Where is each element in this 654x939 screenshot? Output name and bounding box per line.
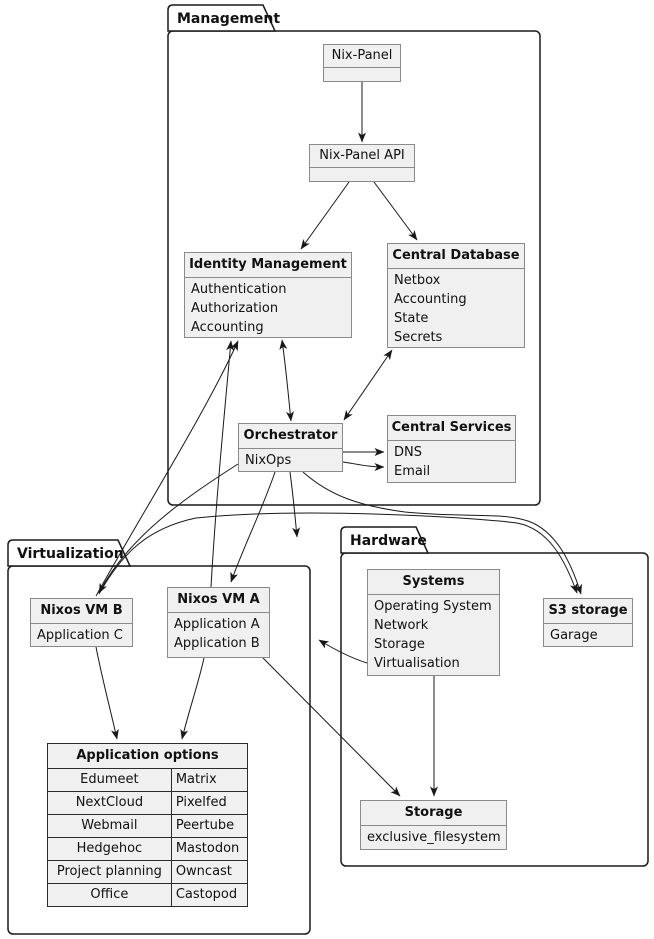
edge-orchestrator-to-email	[342, 461, 385, 471]
node-nix-panel: Nix-Panel	[323, 44, 401, 82]
table-cell: Peertube	[170, 814, 249, 838]
node-nix-panel-api: Nix-Panel API	[309, 144, 415, 182]
node-s3-storage-body: Garage	[544, 623, 632, 646]
node-identity-management-body: Authentication Authorization Accounting	[185, 277, 351, 337]
table-row: NextCloud Pixelfed	[47, 791, 249, 815]
edge-api-to-centraldb	[373, 181, 418, 241]
node-field: exclusive_filesystem	[367, 830, 501, 845]
table-cell: Edumeet	[47, 768, 172, 792]
node-identity-management: Identity Management Authentication Autho…	[184, 252, 352, 338]
table-row: Office Castopod	[47, 883, 249, 907]
edge-vmb-to-identity	[95, 340, 239, 597]
package-hardware-tab	[340, 526, 430, 554]
edge-vmb-to-s3	[98, 512, 578, 595]
node-identity-management-title: Identity Management	[189, 257, 347, 272]
node-nix-panel-body	[324, 67, 400, 81]
edge-nixops-to-vma	[230, 471, 276, 583]
node-field: Storage	[374, 637, 425, 652]
node-systems-body: Operating System Network Storage Virtual…	[368, 594, 499, 675]
table-row: Hedgehoc Mastodon	[47, 837, 249, 861]
node-field: Authorization	[191, 301, 279, 316]
node-central-services: Central Services DNS Email	[387, 415, 516, 483]
edge-vmb-to-appoptions	[95, 646, 119, 740]
application-options-header: Application options	[47, 743, 248, 769]
table-cell: Matrix	[170, 768, 249, 792]
node-field: Email	[394, 464, 431, 479]
node-field: Secrets	[394, 330, 443, 345]
table-cell: Office	[47, 883, 172, 907]
edge-centraldb-orchestrator-bidir	[343, 349, 393, 421]
node-nixos-vm-b-title: Nixos VM B	[40, 603, 123, 618]
node-field: Virtualisation	[374, 656, 460, 671]
edge-identity-orchestrator-bidir	[279, 339, 295, 422]
node-nixos-vm-a: Nixos VM A Application A Application B	[167, 587, 270, 658]
node-orchestrator: Orchestrator NixOps	[238, 423, 343, 472]
node-storage-title: Storage	[404, 805, 463, 820]
node-nix-panel-api-body	[310, 167, 414, 181]
package-management-label: Management	[177, 11, 281, 27]
package-virtualization-tab	[7, 539, 132, 567]
node-field: Application A	[174, 617, 260, 632]
table-row: Webmail Peertube	[47, 814, 249, 838]
node-field: Application B	[174, 636, 260, 651]
node-field: Application C	[37, 628, 123, 643]
package-management-frame	[167, 30, 541, 506]
node-field: NixOps	[245, 453, 292, 468]
node-nixos-vm-a-title: Nixos VM A	[177, 592, 260, 607]
node-nixos-vm-b-body: Application C	[31, 623, 132, 646]
node-s3-storage: S3 storage Garage	[543, 598, 633, 647]
node-central-services-body: DNS Email	[388, 440, 515, 482]
edge-nixops-to-virtualization	[289, 471, 301, 538]
node-nix-panel-api-title: Nix-Panel API	[319, 148, 405, 163]
node-field: DNS	[394, 445, 422, 460]
package-management-tab	[167, 4, 277, 32]
node-storage-body: exclusive_filesystem	[361, 825, 506, 849]
edge-vma-to-storage	[262, 657, 401, 797]
package-hardware-label: Hardware	[350, 533, 427, 549]
node-nixos-vm-a-body: Application A Application B	[168, 612, 269, 657]
table-cell: Project planning	[47, 860, 172, 884]
package-virtualization-label: Virtualization	[17, 546, 124, 562]
table-row: Project planning Owncast	[47, 860, 249, 884]
node-central-database: Central Database Netbox Accounting State…	[387, 243, 525, 348]
node-s3-storage-title: S3 storage	[548, 603, 628, 618]
node-central-database-title: Central Database	[392, 248, 520, 263]
table-row: Edumeet Matrix	[47, 768, 249, 792]
node-central-services-title: Central Services	[391, 420, 512, 435]
edge-systems-to-virtualization	[318, 639, 368, 664]
node-field: Authentication	[191, 282, 287, 297]
node-orchestrator-title: Orchestrator	[243, 428, 338, 443]
table-cell: Mastodon	[170, 837, 249, 861]
edge-vma-to-appoptions	[180, 657, 205, 740]
application-options-table: Application options Edumeet Matrix NextC…	[47, 743, 249, 907]
edge-vma-to-identity	[210, 340, 235, 588]
edge-nixops-to-s3	[302, 471, 582, 595]
node-storage: Storage exclusive_filesystem	[360, 800, 507, 850]
table-cell: Webmail	[47, 814, 172, 838]
node-field: Operating System	[374, 599, 492, 614]
table-cell: Castopod	[170, 883, 249, 907]
node-field: Accounting	[191, 320, 264, 335]
node-central-database-body: Netbox Accounting State Secrets	[388, 268, 524, 347]
edge-api-to-identity	[300, 181, 350, 250]
node-nix-panel-title: Nix-Panel	[331, 48, 393, 63]
table-cell: Owncast	[170, 860, 249, 884]
node-systems-title: Systems	[402, 574, 465, 589]
table-cell: Hedgehoc	[47, 837, 172, 861]
table-cell: Pixelfed	[170, 791, 249, 815]
node-field: Network	[374, 618, 429, 633]
node-systems: Systems Operating System Network Storage…	[367, 569, 500, 676]
node-field: Garage	[550, 628, 598, 643]
node-nixos-vm-b: Nixos VM B Application C	[30, 598, 133, 647]
node-orchestrator-body: NixOps	[239, 448, 342, 471]
node-field: Accounting	[394, 292, 467, 307]
table-cell: NextCloud	[47, 791, 172, 815]
node-field: Netbox	[394, 273, 441, 288]
node-field: State	[394, 311, 429, 326]
